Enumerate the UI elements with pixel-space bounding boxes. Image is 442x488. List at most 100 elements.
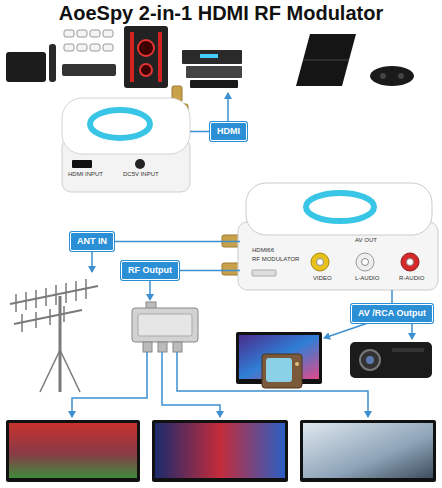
television-set-part	[295, 362, 299, 366]
pc-tower-part	[124, 26, 168, 88]
television-part	[152, 420, 288, 482]
tv-box	[6, 44, 56, 82]
av-arrow	[411, 323, 413, 339]
camera-set-part	[77, 44, 87, 51]
camera-set-part	[64, 30, 74, 37]
modulator-back	[62, 86, 190, 192]
callout-tag: AV /RCA Output	[351, 304, 433, 323]
tv-antenna-part	[85, 279, 87, 299]
port-label: VIDEO	[313, 275, 332, 282]
av-receiver	[182, 50, 242, 88]
tv-antenna-part	[63, 306, 65, 322]
tv-antenna-part	[65, 283, 67, 303]
camera-set-part	[77, 30, 87, 37]
camera-set-part	[103, 44, 113, 51]
television-part	[155, 423, 285, 478]
modulator-front-part	[252, 270, 276, 276]
television-set-part	[236, 332, 322, 384]
television-part	[9, 423, 137, 478]
camera-set-part	[103, 30, 113, 37]
tv-antenna-part	[75, 281, 77, 301]
modulator-back-part	[72, 160, 92, 168]
modulator-front	[222, 183, 438, 290]
modulator-front-part	[407, 259, 414, 266]
splitter-lines-part	[72, 352, 147, 417]
rf-splitter-part	[173, 342, 182, 352]
tv-antenna-part	[15, 294, 17, 312]
tv-antenna	[10, 279, 98, 392]
tv-antenna-part	[35, 290, 37, 308]
camera-set-part	[64, 44, 74, 51]
television-set	[236, 332, 322, 388]
modulator-front-part	[311, 253, 329, 271]
port-label: DC5V INPUT	[123, 171, 159, 178]
pc-tower-part	[138, 40, 154, 56]
television-part	[303, 423, 433, 478]
tv-antenna-part	[14, 310, 82, 324]
game-console-part	[296, 34, 356, 86]
tv-antenna-part	[21, 314, 23, 332]
game-console-part	[380, 73, 386, 79]
camera-set-part	[62, 64, 116, 76]
tv-antenna-part	[40, 350, 60, 392]
modulator-front-part	[246, 183, 432, 235]
av-receiver-part	[200, 54, 218, 58]
modulator-back-part	[135, 159, 145, 169]
television-part	[300, 420, 436, 482]
callout-tag: ANT IN	[70, 232, 114, 251]
television	[152, 420, 288, 482]
tv-antenna-part	[35, 312, 37, 328]
pc-tower-part	[130, 32, 134, 82]
rf-arrow	[149, 280, 151, 300]
tv-antenna-part	[55, 285, 57, 305]
projector	[350, 342, 432, 378]
television-part	[6, 420, 140, 482]
device-panel: HDMI66 RF MODULATOR AV OUT VIDEO L-AUDIO R-AU…	[240, 185, 440, 290]
av-receiver-part	[182, 50, 242, 64]
modulator-front-part	[362, 259, 369, 266]
av-receiver-part	[190, 80, 238, 88]
tv-box-part	[6, 52, 46, 82]
callout-text: AV /RCA Output	[358, 308, 426, 318]
camera-set	[62, 30, 116, 76]
television	[300, 420, 436, 482]
port-label: HDMI66	[252, 247, 274, 254]
modulator-back-part	[62, 98, 190, 154]
camera-set-part	[90, 44, 100, 51]
splitter-lines-part	[162, 352, 220, 417]
modulator-front-part	[317, 259, 324, 266]
port-label: HDMI INPUT	[68, 171, 103, 178]
projector-part	[366, 356, 374, 364]
tv-antenna-part	[60, 350, 80, 392]
port-label: R-AUDIO	[399, 275, 424, 282]
game-console-part	[370, 66, 414, 86]
tv-antenna-part	[25, 292, 27, 310]
television	[6, 420, 140, 482]
port-label: L-AUDIO	[355, 275, 379, 282]
game-console-part	[303, 60, 349, 61]
rf-splitter-part	[143, 342, 152, 352]
camera-set-part	[90, 30, 100, 37]
callout-text: RF Output	[128, 265, 172, 275]
tv-antenna-part	[10, 286, 98, 304]
device-panel: HDMI INPUT DC5V INPUT	[55, 95, 190, 195]
signal-line	[114, 241, 240, 243]
tv-antenna-part	[59, 296, 62, 392]
av-receiver-part	[186, 66, 242, 78]
tv-antenna-part	[49, 309, 51, 325]
game-console-part	[398, 73, 404, 79]
modulator-back-part	[90, 110, 150, 138]
rf-splitter-part	[132, 308, 198, 342]
television-set-part	[266, 358, 292, 382]
port-label: RF MODULATOR	[252, 256, 299, 263]
callout-text: HDMI	[217, 126, 240, 136]
tv-antenna-part	[45, 288, 47, 306]
signal-line	[391, 290, 393, 304]
callout-text: ANT IN	[77, 236, 107, 246]
rf-splitter-part	[138, 314, 192, 336]
av-arrow	[324, 323, 368, 338]
port-label: AV OUT	[355, 237, 377, 244]
modulator-front-part	[401, 253, 419, 271]
